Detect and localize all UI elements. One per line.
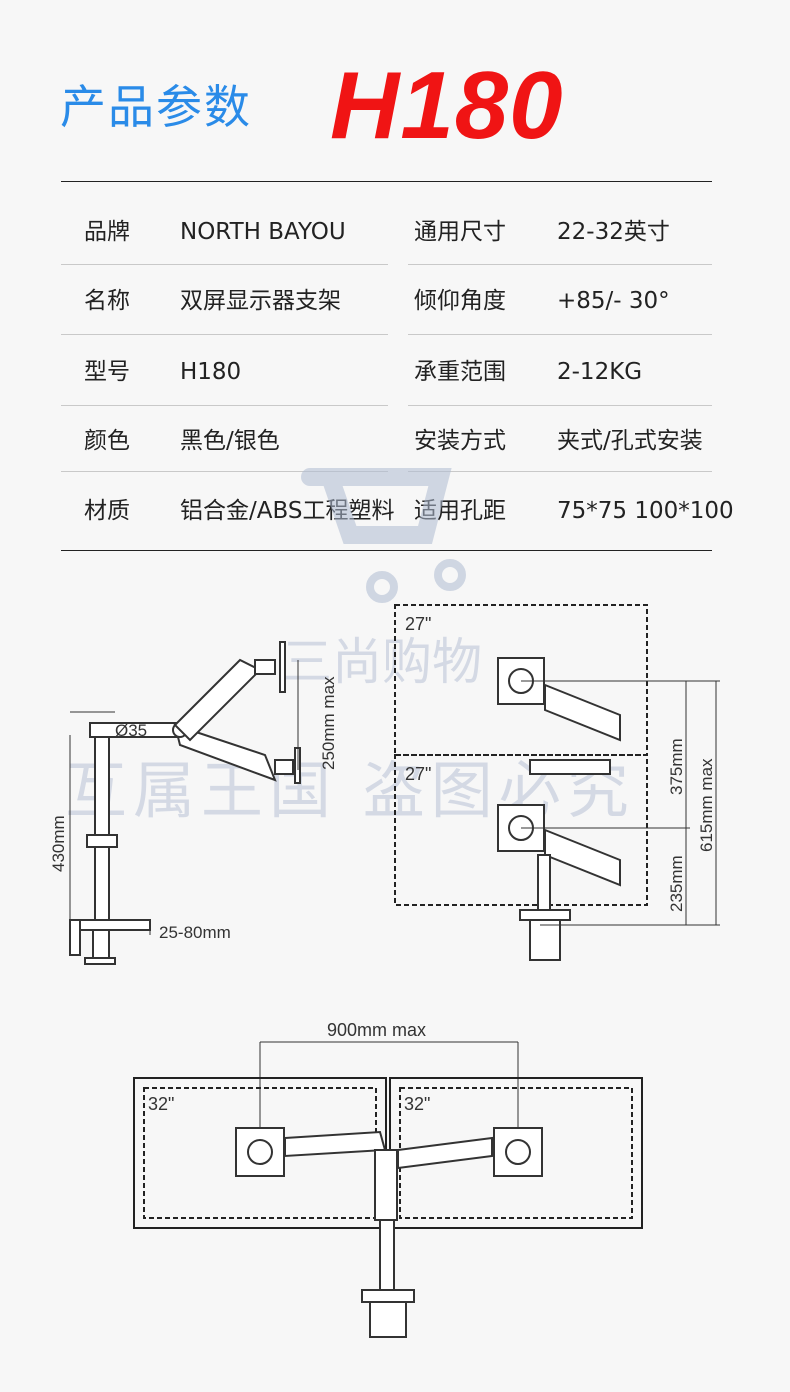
height-label: 430mm: [49, 815, 68, 872]
row-divider: [408, 471, 712, 472]
dim-615-label: 615mm max: [697, 758, 716, 852]
row-divider: [61, 405, 388, 406]
spec-key: 安装方式: [414, 428, 506, 454]
side-by-side-diagram: 900mm max 32" 32": [133, 1020, 643, 1338]
row-divider: [61, 334, 388, 335]
spec-value: NORTH BAYOU: [180, 219, 346, 245]
row-divider: [61, 264, 388, 265]
dim-235-label: 235mm: [667, 855, 686, 912]
row-divider: [408, 405, 712, 406]
spec-key: 颜色: [84, 428, 130, 454]
spec-value: 夹式/孔式安装: [557, 428, 703, 454]
spec-key: 承重范围: [414, 359, 506, 385]
side-view-diagram: Ø35 430mm 250mm max 25-80mm: [49, 641, 338, 965]
size-right-label: 32": [404, 1094, 430, 1114]
spec-key: 材质: [84, 498, 130, 524]
page-title: 产品参数: [60, 80, 252, 134]
spec-value: 2-12KG: [557, 359, 643, 385]
spec-key: 品牌: [84, 219, 130, 245]
range-label: 250mm max: [319, 676, 338, 770]
span-label: 900mm max: [327, 1020, 426, 1040]
clamp-label: 25-80mm: [159, 923, 231, 942]
watermark-cart-icon: [301, 468, 466, 603]
dim-375-label: 375mm: [667, 738, 686, 795]
diameter-label: Ø35: [115, 721, 147, 740]
stacked-view-diagram: 27" 27" 375mm 235mm 615mm max: [394, 604, 720, 961]
spec-value: 75*75 100*100: [557, 498, 734, 524]
spec-key: 名称: [84, 288, 130, 314]
spec-key: 型号: [84, 359, 130, 385]
row-divider: [408, 334, 712, 335]
spec-value: +85/- 30°: [557, 288, 670, 314]
spec-value: 双屏显示器支架: [180, 288, 341, 314]
bottom-divider: [61, 550, 712, 551]
row-divider: [408, 264, 712, 265]
size-top-label: 27": [405, 614, 431, 634]
spec-value: 22-32英寸: [557, 219, 670, 245]
spec-value: H180: [180, 359, 242, 385]
size-left-label: 32": [148, 1094, 174, 1114]
model-title: H180: [330, 52, 564, 159]
top-divider: [61, 181, 712, 182]
spec-key: 倾仰角度: [414, 288, 506, 314]
size-bottom-label: 27": [405, 764, 431, 784]
row-divider: [61, 471, 388, 472]
spec-key: 通用尺寸: [414, 219, 506, 245]
spec-value: 黑色/银色: [180, 428, 280, 454]
